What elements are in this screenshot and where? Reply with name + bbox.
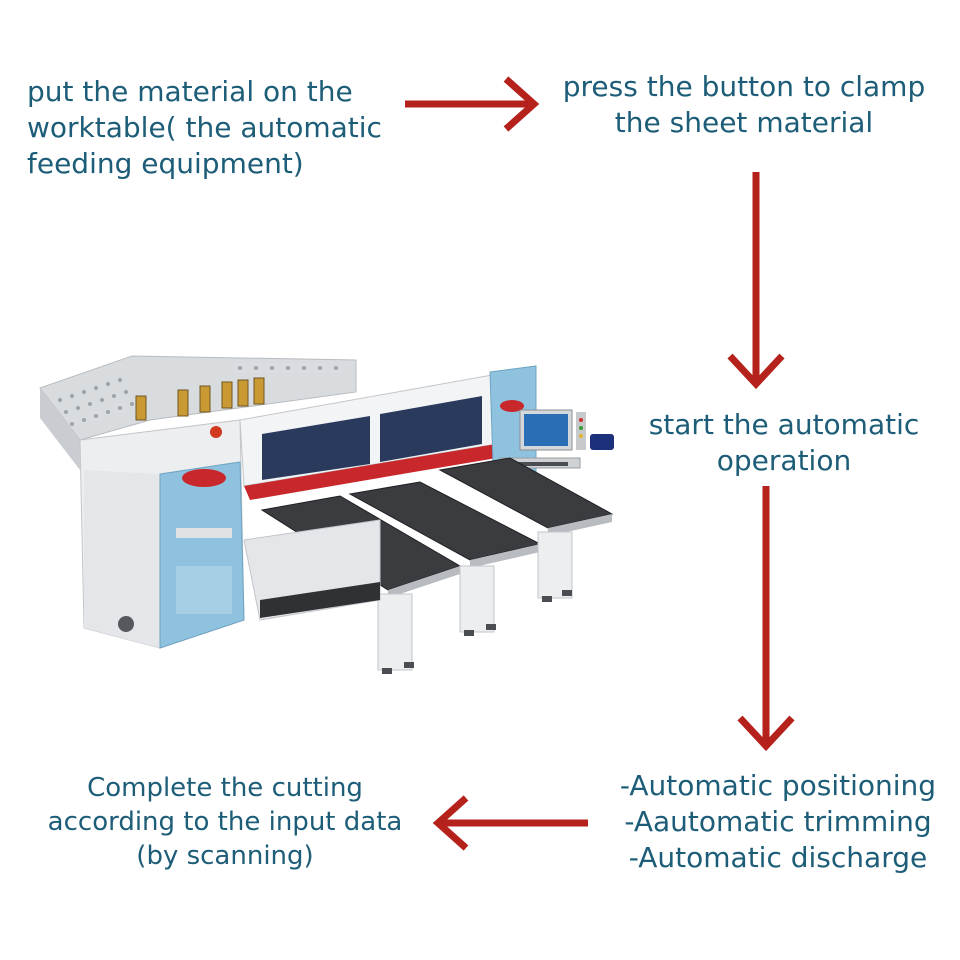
red-saw-line: [244, 440, 520, 500]
arrow-down-2-to-3: [727, 172, 785, 390]
step-1-line-2: worktable( the automatic: [27, 111, 382, 144]
step-5-complete-cutting: Complete the cutting according to the in…: [30, 771, 420, 873]
step-2-press-button: press the button to clamp the sheet mate…: [548, 69, 940, 141]
front-air-tables: [260, 457, 614, 674]
step-3-line-2: operation: [716, 444, 852, 477]
step-1-line-1: put the material on the: [27, 75, 353, 108]
arrow-right-1-to-2: [405, 76, 540, 132]
step-5-line-2: according to the input data: [47, 807, 403, 837]
machine-base: [243, 519, 381, 621]
brand-logo-right: [500, 400, 524, 412]
arrow-left-4-to-5: [432, 795, 588, 851]
rear-worktable: [39, 355, 357, 470]
left-housing: [79, 419, 245, 649]
step-4-line-2: -Aautomatic trimming: [624, 805, 932, 838]
step-4-line-3: -Automatic discharge: [628, 841, 928, 874]
step-3-start-operation: start the automatic operation: [634, 407, 934, 479]
step-1-line-3: feeding equipment): [27, 147, 304, 180]
step-2-line-2: the sheet material: [614, 106, 874, 139]
step-4-automatic-actions: -Automatic positioning -Aautomatic trimm…: [608, 768, 948, 876]
saw-gantry: [210, 369, 521, 500]
step-2-line-1: press the button to clamp: [562, 70, 926, 103]
step-1-put-material: put the material on the worktable( the a…: [27, 74, 382, 182]
control-monitor: [499, 409, 614, 469]
step-5-line-1: Complete the cutting: [87, 773, 363, 803]
brand-logo-left: [182, 469, 226, 487]
step-3-line-1: start the automatic: [648, 408, 920, 441]
step-4-line-1: -Automatic positioning: [619, 769, 937, 802]
arrow-down-3-to-4: [737, 486, 795, 752]
step-5-line-3: (by scanning): [136, 841, 314, 871]
